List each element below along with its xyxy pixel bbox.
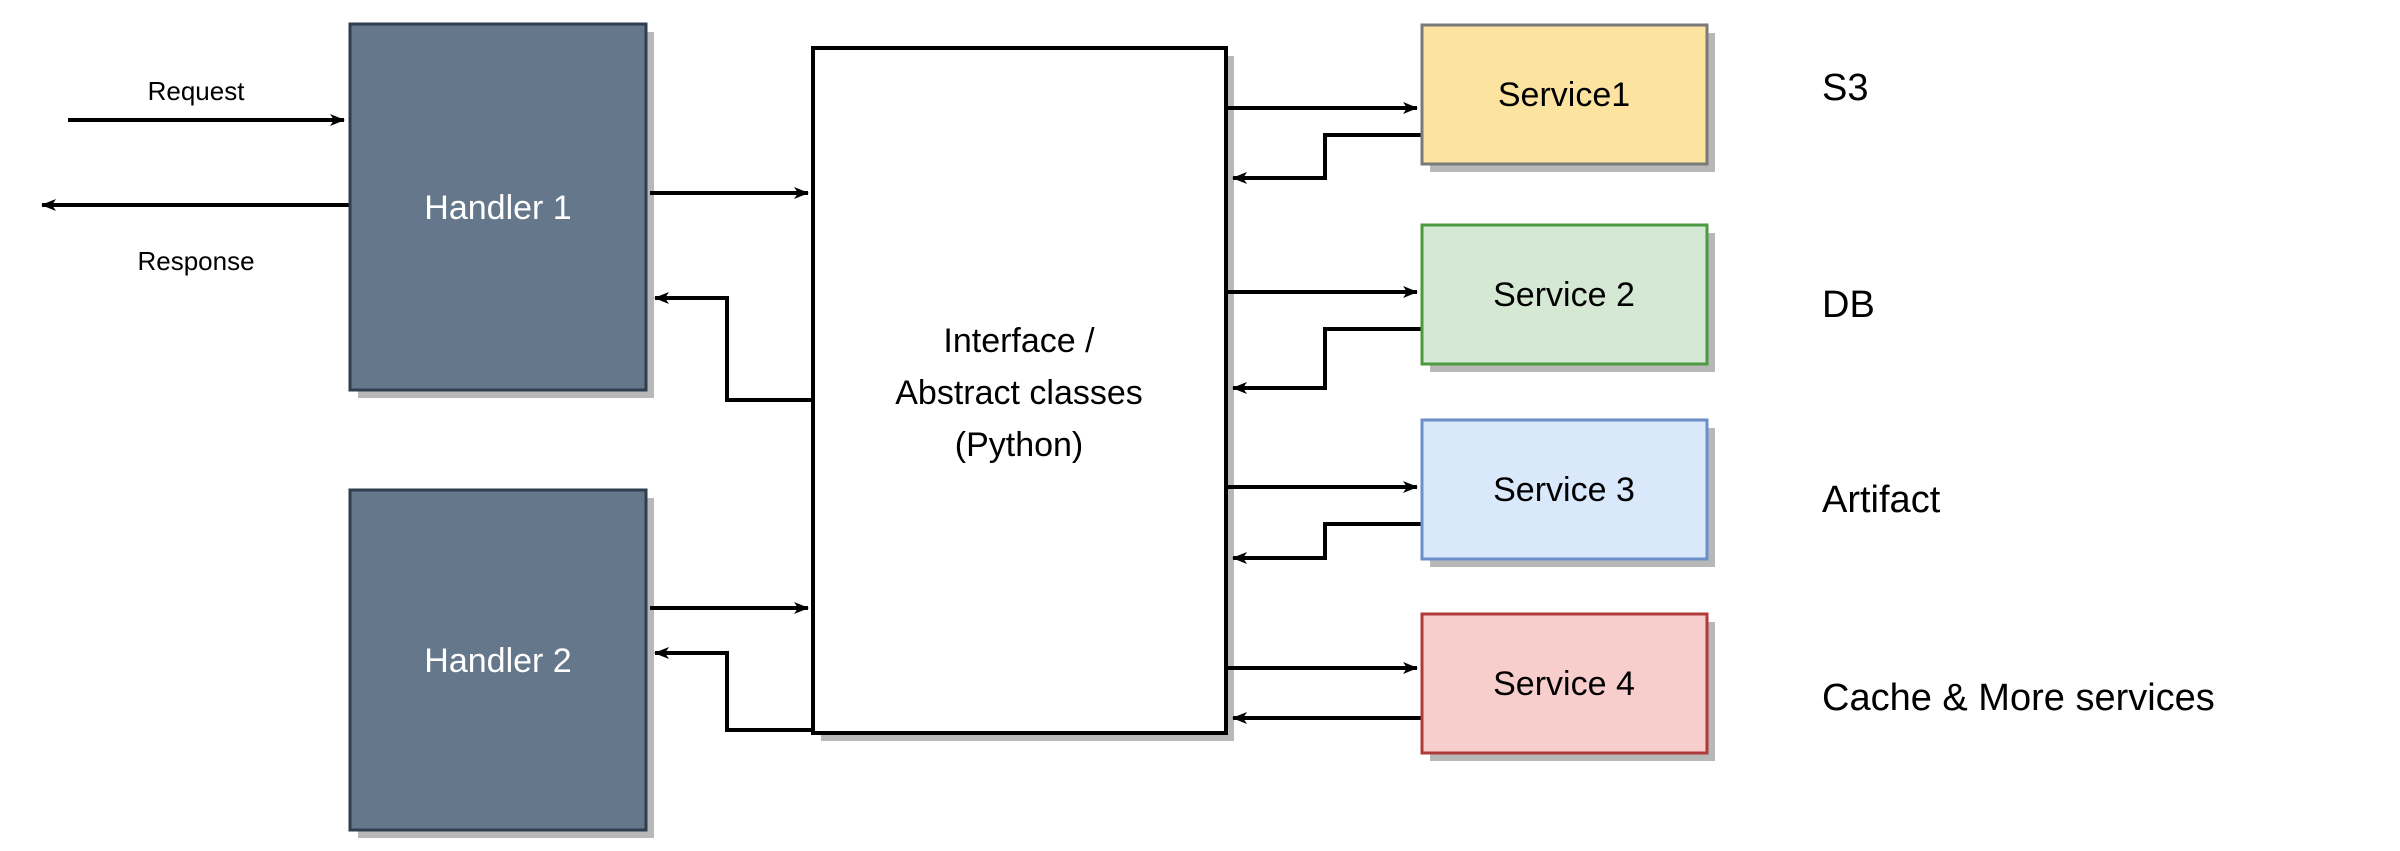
connection-service3-to-interface xyxy=(1232,522,1422,564)
service2-label: Service 2 xyxy=(1493,276,1635,314)
handler2-label: Handler 2 xyxy=(424,642,571,680)
connection-interface-to-handler1 xyxy=(654,292,813,402)
response-label: Response xyxy=(137,246,254,276)
handler2-box[interactable] xyxy=(348,488,648,832)
service3-label: Service 3 xyxy=(1493,471,1635,509)
service2-note: DB xyxy=(1822,284,1875,326)
handler1-box[interactable] xyxy=(348,22,648,392)
service1-note: S3 xyxy=(1822,67,1868,109)
service4-box[interactable] xyxy=(1420,612,1709,755)
handler1-label: Handler 1 xyxy=(424,189,571,227)
interface-label-line3: (Python) xyxy=(955,426,1084,464)
connection-service1-to-interface xyxy=(1232,133,1422,184)
service1-label: Service1 xyxy=(1498,76,1630,114)
service4-note: Cache & More services xyxy=(1822,677,2215,719)
service1-box[interactable] xyxy=(1420,23,1709,166)
interface-label-line2: Abstract classes xyxy=(895,374,1143,412)
service3-note: Artifact xyxy=(1822,479,1941,521)
service2-box[interactable] xyxy=(1420,223,1709,366)
request-label: Request xyxy=(148,76,246,106)
interface-label-line1: Interface / xyxy=(943,322,1095,360)
interface-box[interactable] xyxy=(811,46,1228,735)
connection-interface-to-handler2 xyxy=(654,647,813,732)
service4-label: Service 4 xyxy=(1493,665,1635,703)
service3-box[interactable] xyxy=(1420,418,1709,561)
connection-service2-to-interface xyxy=(1232,327,1422,394)
